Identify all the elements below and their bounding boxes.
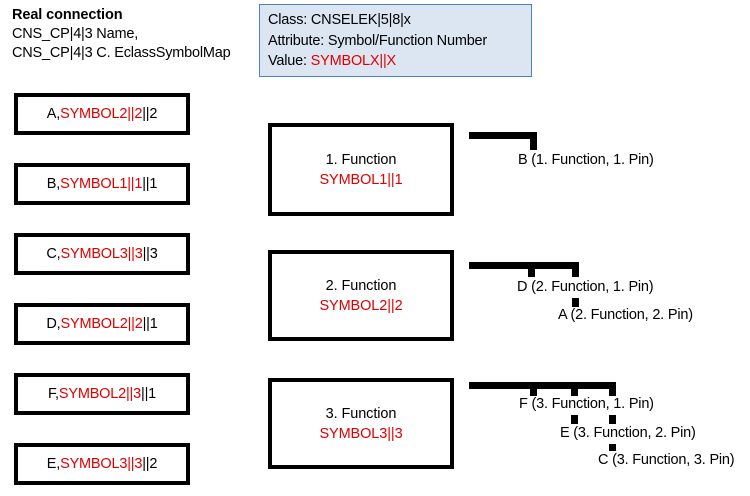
- connection-box-a: A, SYMBOL2||2||2: [14, 93, 190, 135]
- pin-label-f1-p1: B (1. Function, 1. Pin): [518, 152, 654, 168]
- connection-symbol: SYMBOL2||2: [60, 316, 143, 332]
- pin-stub-f2-p2-drop: [572, 298, 579, 307]
- pin-label-f2-p2: A (2. Function, 2. Pin): [558, 307, 693, 323]
- pin-label-f3-p1: F (3. Function, 1. Pin): [519, 396, 654, 412]
- pin-bus-function-2: [469, 262, 579, 269]
- connection-symbol: SYMBOL2||3: [58, 386, 141, 402]
- pin-stub-f3-p2: [571, 382, 578, 396]
- function-box-3: 3. Function SYMBOL3||3: [268, 378, 454, 469]
- connection-box-e: E, SYMBOL3||3||2: [14, 443, 190, 485]
- connection-symbol: SYMBOL3||3: [60, 456, 143, 472]
- pin-stub-f3-p3-drop: [609, 415, 616, 424]
- legend-line-2: CNS_CP|4|3 C. EclassSymbolMap: [12, 45, 231, 62]
- connection-prefix: C,: [46, 246, 61, 262]
- pin-stub-f2-p1: [528, 262, 535, 277]
- connection-suffix: ||1: [142, 316, 158, 332]
- connection-box-c: C, SYMBOL3||3||3: [14, 233, 190, 275]
- function-symbol: SYMBOL1||1: [319, 171, 403, 188]
- connection-box-b: B, SYMBOL1||1||1: [14, 163, 190, 205]
- pin-stub-f2-p2: [572, 262, 579, 277]
- pin-label-f3-p2: E (3. Function, 2. Pin): [560, 425, 696, 441]
- connection-box-d: D, SYMBOL2||2||1: [14, 303, 190, 345]
- connection-prefix: F,: [48, 386, 59, 402]
- pin-stub-f3-p1: [530, 382, 537, 396]
- connection-suffix: ||2: [142, 456, 158, 472]
- connection-prefix: B,: [46, 176, 61, 192]
- info-class-line: Class: CNSELEK|5|8|x: [268, 12, 411, 28]
- class-attribute-info-box: Class: CNSELEK|5|8|x Attribute: Symbol/F…: [259, 4, 532, 77]
- pin-stub-f3-p3-drop2: [609, 444, 616, 451]
- pin-stub-f3-p3: [609, 382, 616, 396]
- connection-symbol: SYMBOL1||1: [60, 176, 143, 192]
- function-title: 2. Function: [325, 277, 397, 294]
- function-box-2: 2. Function SYMBOL2||2: [268, 250, 454, 341]
- connection-suffix: ||1: [142, 176, 158, 192]
- pin-label-f3-p3: C (3. Function, 3. Pin): [598, 452, 735, 468]
- connection-suffix: ||2: [142, 106, 158, 122]
- function-symbol: SYMBOL3||3: [319, 425, 403, 442]
- pin-bus-function-3: [469, 382, 616, 389]
- function-title: 3. Function: [325, 405, 397, 422]
- legend-block: Real connection CNS_CP|4|3 Name, CNS_CP|…: [12, 6, 252, 63]
- connection-box-f: F, SYMBOL2||3||1: [14, 373, 190, 415]
- connection-prefix: E,: [46, 456, 61, 472]
- pin-stub-f3-p2-drop: [571, 415, 578, 424]
- info-value-line: Value: SYMBOLX||X: [268, 51, 523, 72]
- pin-stub-f1-p1: [530, 132, 537, 150]
- connection-symbol: SYMBOL3||3: [60, 246, 143, 262]
- connection-suffix: ||1: [141, 386, 156, 402]
- function-title: 1. Function: [325, 151, 397, 168]
- function-symbol: SYMBOL2||2: [319, 297, 403, 314]
- info-value: SYMBOLX||X: [310, 53, 397, 70]
- legend-title: Real connection: [12, 7, 123, 23]
- info-value-prefix: Value:: [268, 53, 311, 70]
- connection-suffix: ||3: [142, 246, 158, 262]
- function-box-1: 1. Function SYMBOL1||1: [268, 123, 454, 216]
- connection-symbol: SYMBOL2||2: [60, 106, 143, 122]
- info-attribute-line: Attribute: Symbol/Function Number: [268, 32, 488, 49]
- legend-line-1: CNS_CP|4|3 Name,: [12, 26, 139, 43]
- connection-prefix: D,: [46, 316, 61, 332]
- pin-bus-function-1: [469, 132, 537, 139]
- pin-label-f2-p1: D (2. Function, 1. Pin): [517, 279, 654, 295]
- connection-prefix: A,: [46, 106, 61, 122]
